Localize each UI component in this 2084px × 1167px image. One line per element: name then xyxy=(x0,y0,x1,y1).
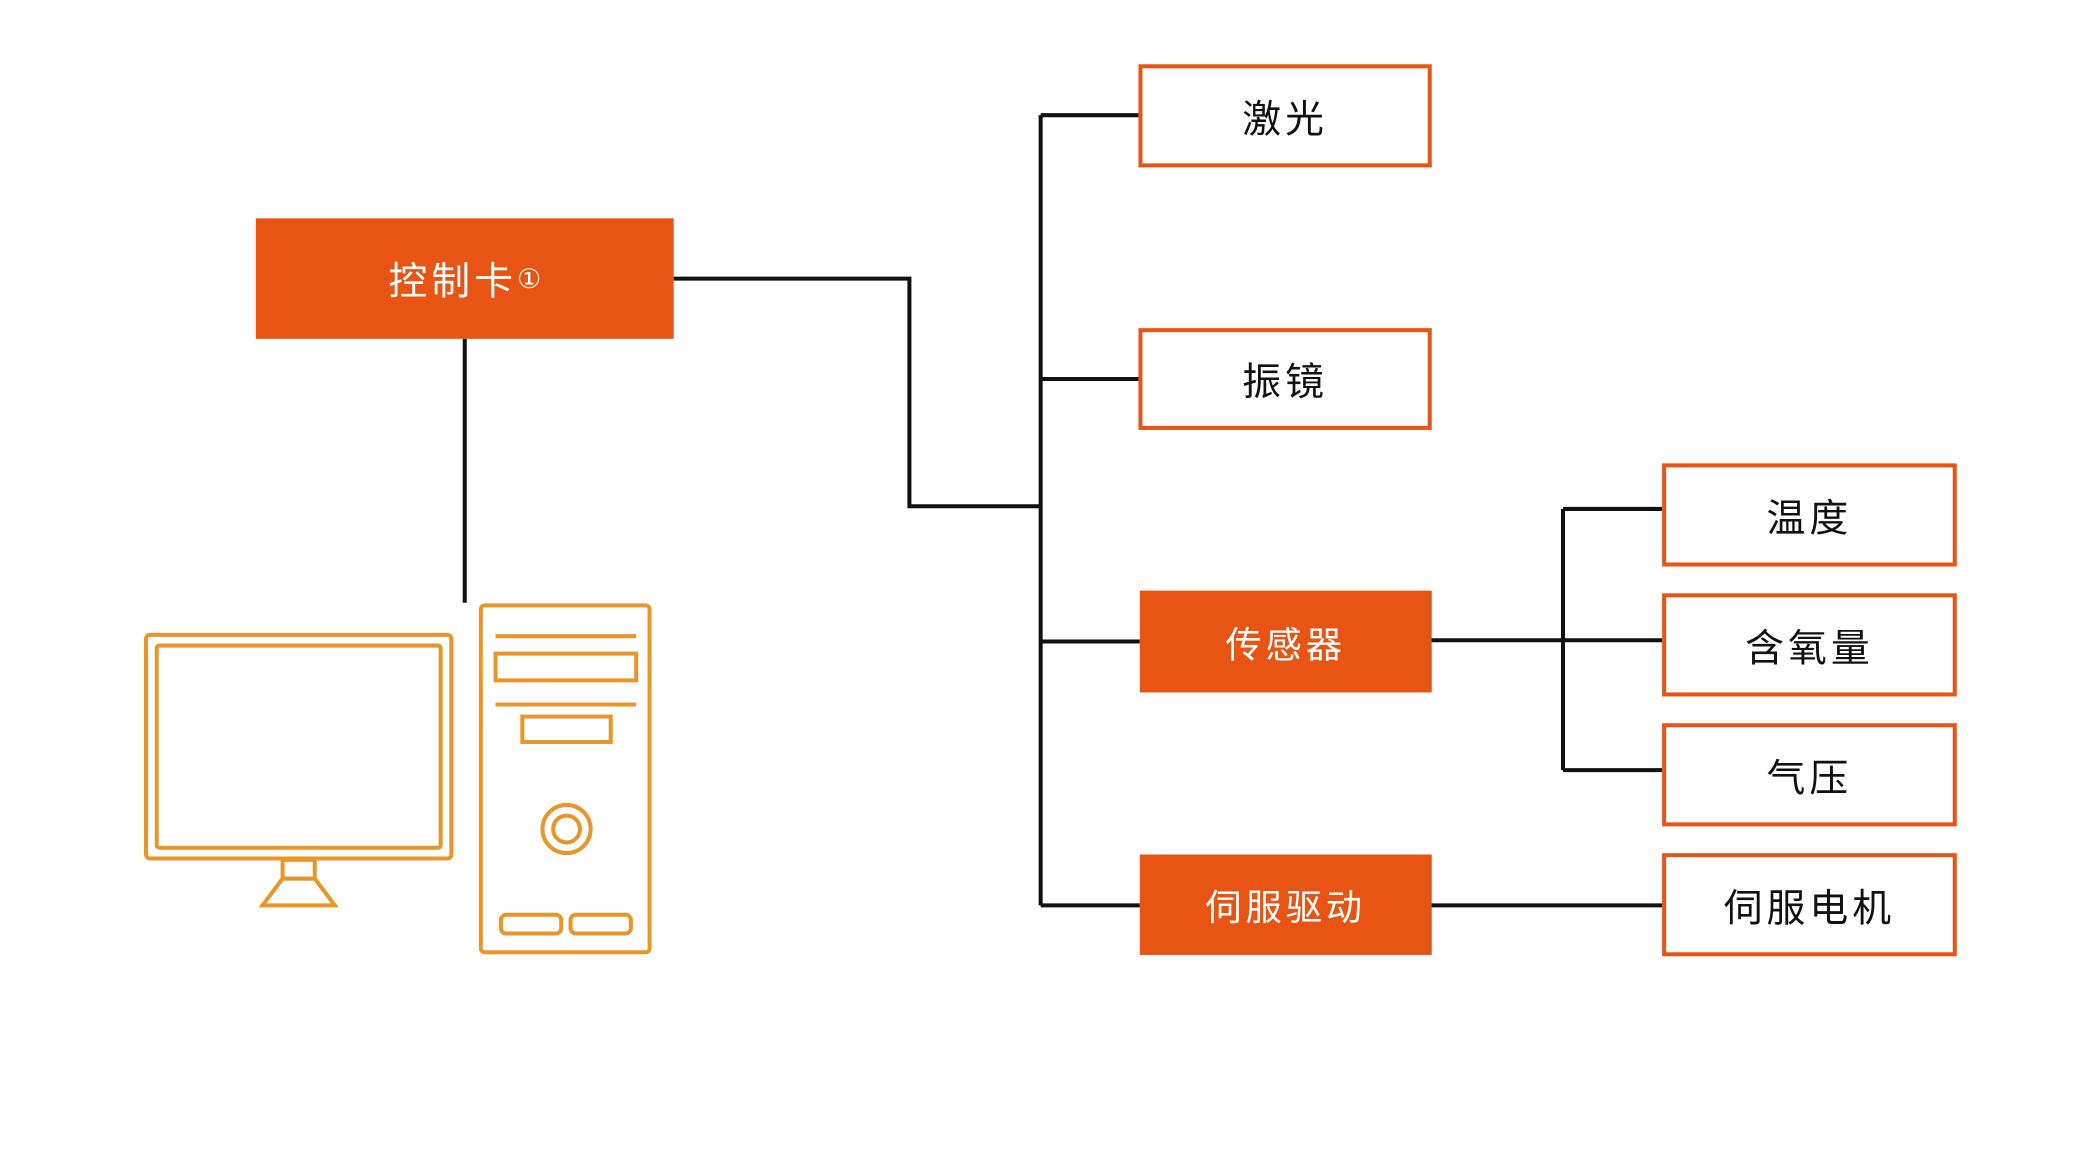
laser-label: 激光 xyxy=(1242,95,1328,142)
temperature-label: 温度 xyxy=(1766,494,1853,541)
galvo-node: 振镜 xyxy=(1138,328,1432,430)
sensor-label: 传感器 xyxy=(1225,624,1347,667)
pc-tower-icon xyxy=(478,603,652,955)
servo-drive-label: 伺服驱动 xyxy=(1205,887,1367,930)
control-card-label: 控制卡 xyxy=(388,258,518,305)
servo-motor-label: 伺服电机 xyxy=(1723,884,1896,931)
oxygen-node: 含氧量 xyxy=(1662,593,1957,697)
servo-motor-node: 伺服电机 xyxy=(1662,853,1957,957)
pressure-node: 气压 xyxy=(1662,723,1957,827)
control-card-note-mark: ① xyxy=(517,262,542,295)
connector-card-to-trunk xyxy=(673,276,1041,509)
temperature-node: 温度 xyxy=(1662,463,1957,567)
monitor-icon xyxy=(143,632,454,908)
sensor-node: 传感器 xyxy=(1139,590,1432,693)
pressure-label: 气压 xyxy=(1766,754,1853,801)
laser-node: 激光 xyxy=(1138,64,1432,168)
servo-drive-node: 伺服驱动 xyxy=(1139,854,1432,955)
galvo-label: 振镜 xyxy=(1242,358,1328,405)
oxygen-label: 含氧量 xyxy=(1745,624,1874,671)
